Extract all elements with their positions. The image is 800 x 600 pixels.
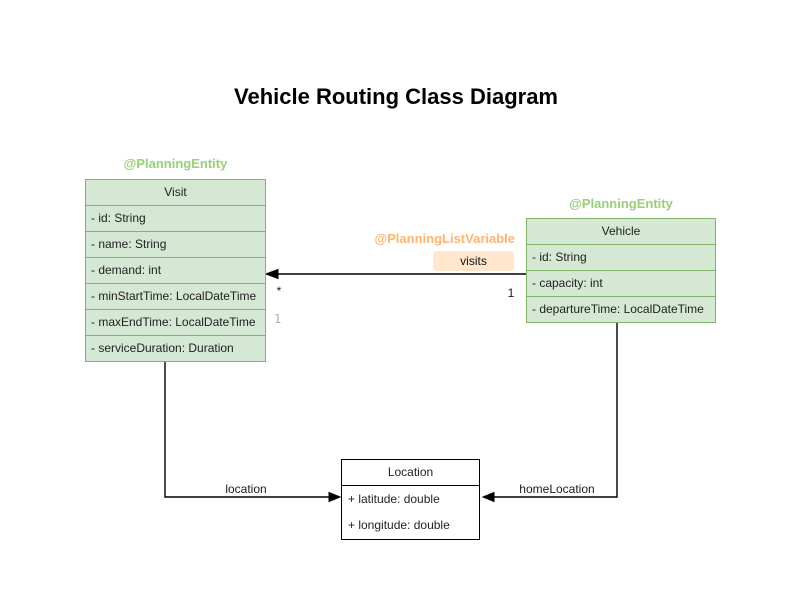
class-location-name: Location [387, 465, 434, 479]
visits-edge-label[interactable]: visits [433, 251, 514, 271]
class-vehicle[interactable]: Vehicle - id: String - capacity: int - d… [526, 218, 716, 323]
class-location[interactable]: Location + latitude: double + longitude:… [341, 459, 480, 540]
vehicle-attribute: - id: String [527, 244, 715, 270]
visit-attribute: - name: String [86, 231, 265, 257]
home-location-edge[interactable] [481, 322, 618, 503]
vehicle-attribute: - capacity: int [527, 270, 715, 296]
location-attribute: + latitude: double [348, 492, 440, 506]
visits-multiplicity-star: * [276, 284, 282, 298]
vehicle-planning-entity-annotation: @PlanningEntity [569, 196, 673, 211]
visit-attribute: - maxEndTime: LocalDateTime [86, 309, 265, 335]
visit-planning-entity-annotation: @PlanningEntity [123, 156, 228, 171]
location-attribute: + longitude: double [348, 518, 450, 532]
location-attributes: + latitude: double + longitude: double [342, 485, 479, 539]
class-visit[interactable]: Visit - id: String - name: String - dema… [85, 179, 266, 362]
visits-edge[interactable] [264, 268, 526, 280]
visit-attribute: - minStartTime: LocalDateTime [86, 283, 265, 309]
visit-attribute: - serviceDuration: Duration [86, 335, 265, 361]
visits-multiplicity-one: 1 [507, 286, 515, 300]
visit-attribute: - id: String [86, 205, 265, 231]
diagram-title: Vehicle Routing Class Diagram [234, 84, 558, 109]
visits-index-label: 1 [274, 312, 282, 326]
home-location-edge-label: homeLocation [512, 482, 602, 496]
visit-attribute: - demand: int [86, 257, 265, 283]
location-edge[interactable] [164, 361, 342, 503]
class-visit-name: Visit [164, 185, 187, 199]
vehicle-attribute: - departureTime: LocalDateTime [527, 296, 715, 322]
class-vehicle-name: Vehicle [601, 224, 641, 238]
planning-list-variable-annotation: @PlanningListVariable [374, 231, 515, 246]
location-edge-label: location [206, 482, 286, 496]
